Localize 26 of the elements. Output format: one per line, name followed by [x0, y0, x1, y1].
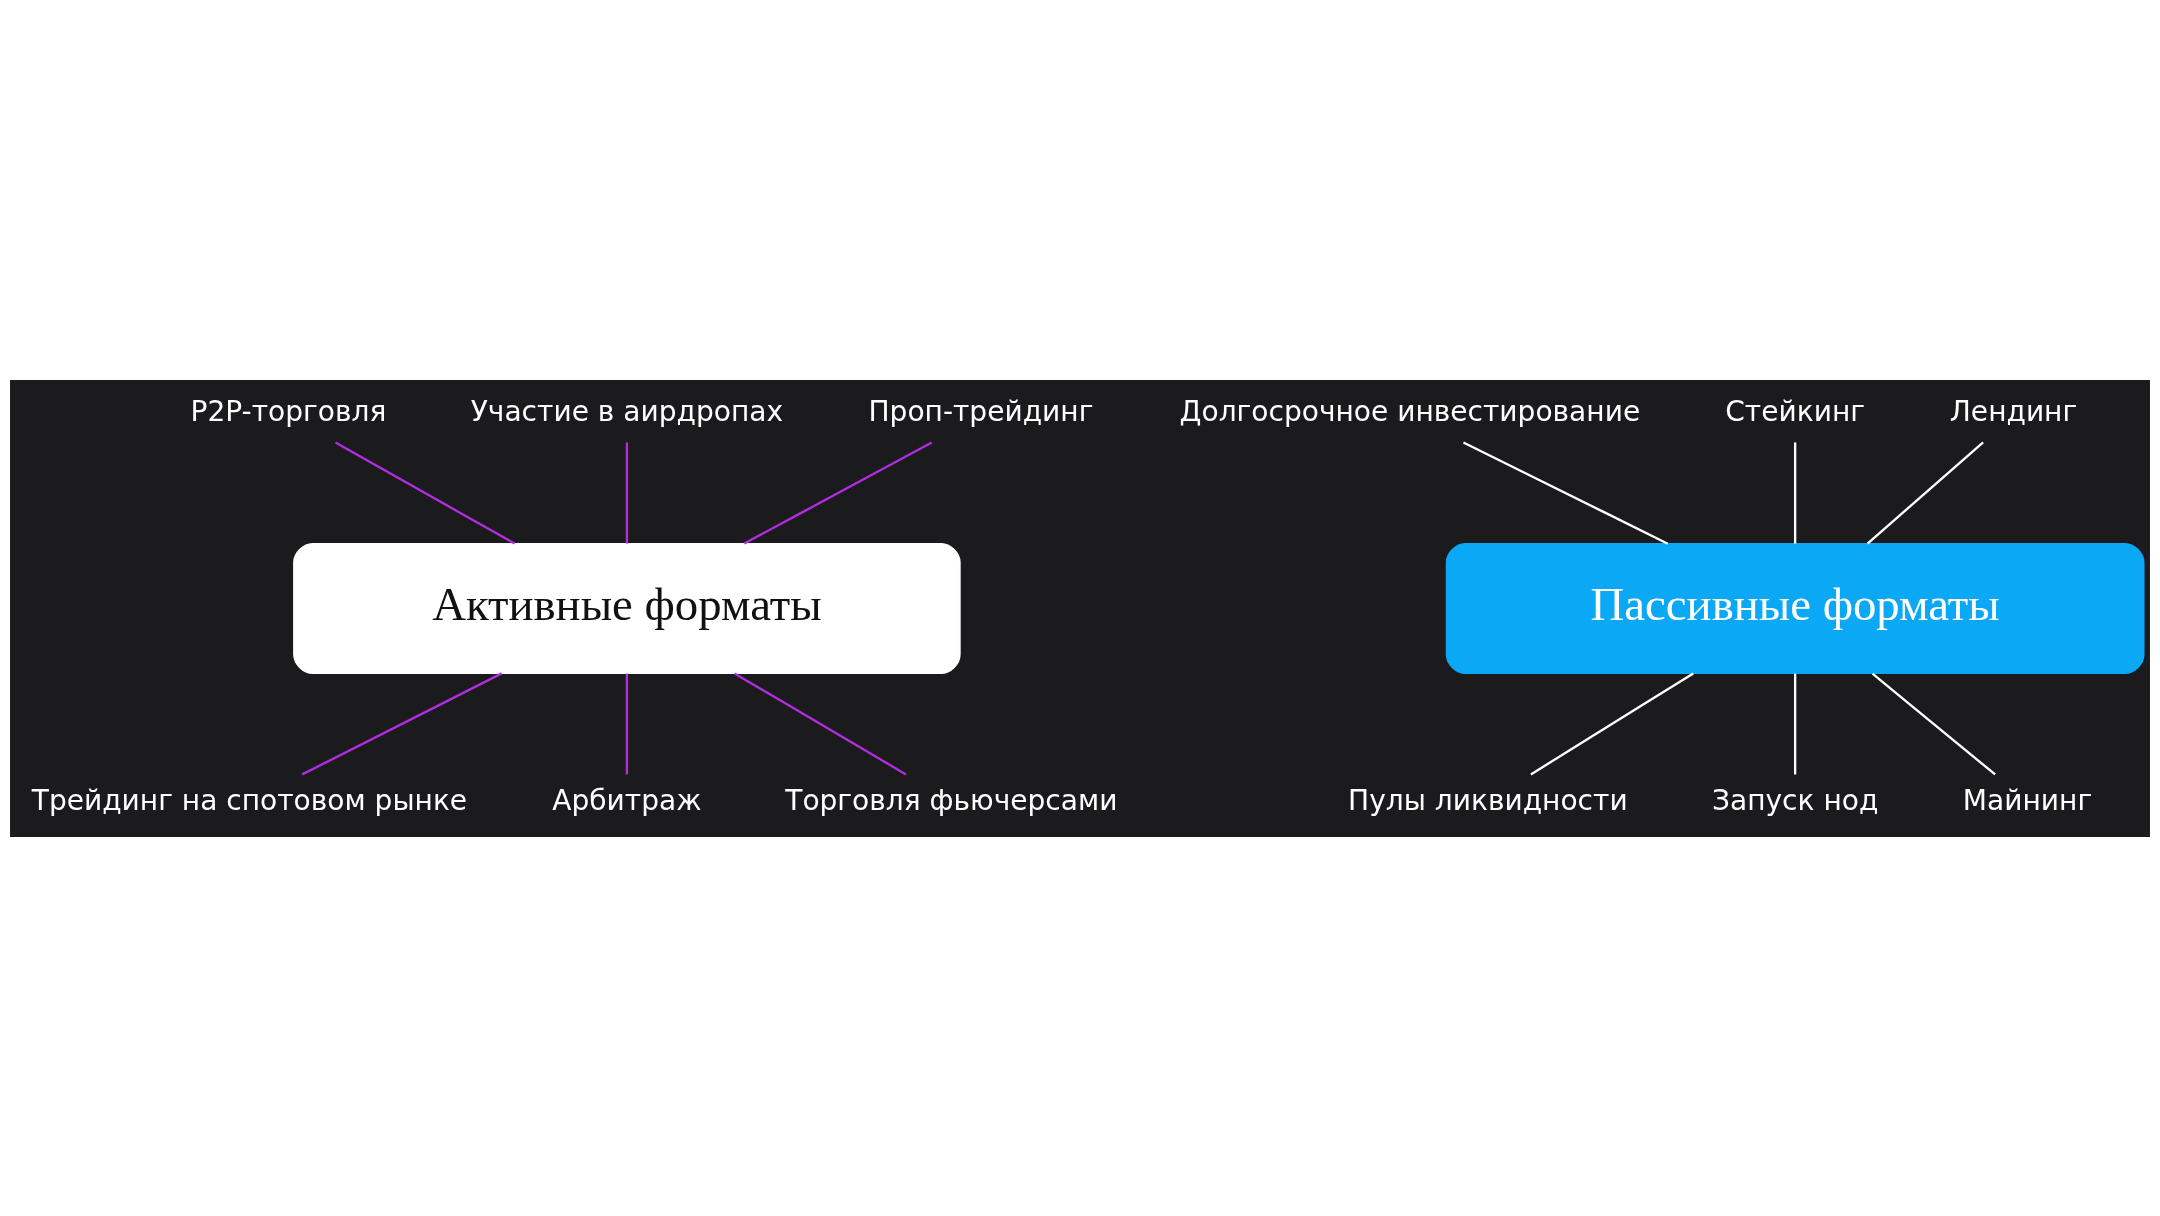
connector: [1866, 441, 1984, 544]
connector: [301, 671, 503, 775]
connector: [1530, 671, 1694, 775]
node-text: Торговля фьючерсами: [785, 783, 1118, 817]
node-text: Проп-трейдинг: [868, 394, 1094, 428]
connector: [1871, 672, 1996, 775]
connector: [1462, 440, 1669, 545]
connector: [625, 673, 629, 774]
node-text: Пулы ликвидности: [1348, 783, 1628, 817]
connector: [743, 440, 933, 545]
node-text: Майнинг: [1962, 783, 2093, 817]
connector: [1793, 441, 1797, 544]
node-text: Запуск нод: [1711, 783, 1879, 817]
node-box: Активные форматы: [293, 542, 961, 674]
node-box: Пассивные форматы: [1445, 542, 2145, 674]
node-text: Арбитраж: [552, 783, 702, 817]
node-text: P2P-торговля: [190, 394, 387, 428]
node-text: Лендинг: [1949, 394, 2078, 428]
node-text: Стейкинг: [1725, 394, 1865, 428]
connector: [1793, 673, 1797, 774]
connector: [733, 671, 907, 775]
node-text: Участие в аирдропах: [470, 394, 784, 428]
connector: [625, 441, 629, 544]
node-text: Долгосрочное инвестирование: [1179, 394, 1641, 428]
connector: [334, 440, 516, 545]
node-text: Трейдинг на спотовом рынке: [31, 783, 468, 817]
